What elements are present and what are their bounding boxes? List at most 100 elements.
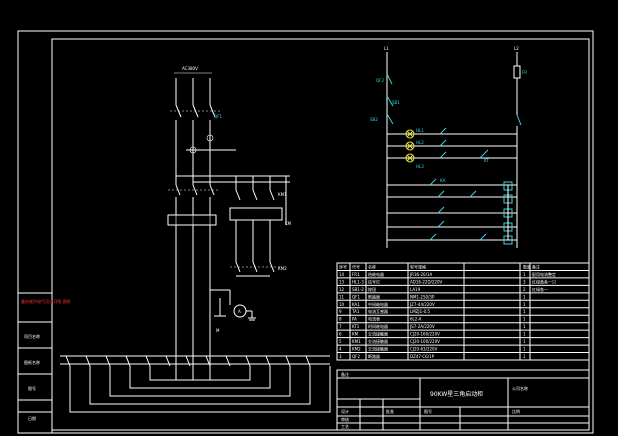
title-block: 备注 90KW星三角启动柜 公司名称 设计 审核 工艺 批准 图号 比例 [336,369,590,431]
svg-text:HL2: HL2 [416,140,424,145]
supply-label: AC380V [182,66,198,71]
side-label-3: 图纸名称 [24,359,40,365]
svg-text:QF1: QF1 [214,114,222,119]
bom-cell: 2 [523,287,526,292]
motor-label: M [216,328,220,333]
bom-cell: AD16-22D/220V [410,279,443,284]
bom-cell: 热继电器 [368,271,384,277]
bom-header-cell: 代号 [352,263,360,269]
bom-cell: QF1 [352,294,360,299]
lamp-hl3: HL3 [405,153,424,169]
bom-header-cell: 名称 [368,263,376,269]
bom-cell: 6L2-A [410,317,422,322]
svg-text:审核: 审核 [341,416,349,422]
output-switches [65,355,311,367]
bom-cell: CJ20-63/220V [410,347,438,352]
contactor-km [168,184,220,196]
svg-text:KM1: KM1 [278,192,287,197]
side-label-5: 日期 [28,415,36,421]
bom-cell: 交流接触器 [368,338,388,344]
bom-cell: KM [352,332,359,337]
bom-cell: 红绿黄各一只 [532,278,556,284]
bom-cell: 信号灯 [368,278,380,284]
bom-header-cell: 型号规格 [410,263,426,269]
bom-cell: KM1 [352,339,361,344]
bom-cell: SB1-2 [352,287,364,292]
bom-cell: JS7-2A/220V [409,324,435,329]
svg-text:A: A [238,309,241,314]
bom-cell: KA1 [352,302,360,307]
bom-cell: 1 [523,294,526,299]
bom-cell: 10 [339,302,345,307]
bom-cell: 8 [339,317,342,322]
svg-text:HL3: HL3 [416,164,424,169]
bom-cell: 14 [339,272,345,277]
company-label: 公司名称 [512,385,528,391]
svg-text:比例: 比例 [512,408,520,414]
bom-cell: TA1 [351,309,360,314]
bom-cell: 红绿各一 [532,286,548,292]
svg-text:FR: FR [522,70,527,75]
lamp-hl2: HL2 [405,140,424,151]
bom-cell: 12 [339,287,345,292]
main-power-circuit: AC380V QF1 [60,66,331,413]
bom-cell: 交流接触器 [368,331,388,337]
contactor-km2: KM2 KM [230,176,292,277]
svg-text:KT: KT [484,158,489,163]
bom-cell: 断路器 [368,353,380,359]
bom-cell: 中间继电器 [368,301,388,307]
ammeter: A [210,289,256,321]
bom-cell: 电流互感器 [368,308,388,314]
svg-text:KM2: KM2 [278,266,287,271]
bom-cell: DZ47-C6/1P [410,354,435,359]
bom-cell: PA [352,317,357,322]
svg-text:KM: KM [285,221,292,226]
outer-frame [17,30,594,434]
bom-cell: NM1-250/3P [410,294,435,299]
bom-header-cell: 序号 [339,263,347,269]
svg-text:L1: L1 [384,46,389,51]
bom-cell: KM2 [352,347,361,352]
bom-cell: CJ20-160/220V [410,332,440,337]
bom-cell: 7 [339,324,342,329]
bom-cell: 6 [339,332,342,337]
bom-cell: 电流表 [368,316,380,322]
bom-cell: 1 [523,347,526,352]
svg-text:QF2: QF2 [376,78,384,83]
bom-cell: 3 [523,279,526,284]
drawing-title: 90KW星三角启动柜 [430,390,483,398]
svg-text:SB2: SB2 [370,117,378,122]
bom-header-cell: 备注 [532,263,540,269]
bom-cell: 1 [523,324,526,329]
svg-text:批准: 批准 [386,408,394,414]
bom-cell: 5 [339,339,342,344]
bom-cell: 1 [523,339,526,344]
bom-cell: LA19 [410,287,421,292]
bom-cell: CJ20-100/220V [410,339,440,344]
bom-cell: 时间继电器 [368,323,388,329]
contactor-km1: KM1 [229,176,287,262]
bom-cell: 1 [523,317,526,322]
bom-cell: 11 [339,294,345,299]
bom-cell: 3 [339,354,342,359]
left-side-strip: 重庆威尔电气设计 D版 图纸 项目名称 图纸名称 图号 日期 [17,292,71,434]
svg-text:工艺: 工艺 [341,424,349,429]
bom-cell: 13 [339,279,345,284]
bom-cell: 配用电流整定 [532,271,556,277]
remark-label: 备注 [341,371,349,377]
bom-cell: JR36-20/1A [409,272,432,277]
bom-cell: JZ7-44/220V [409,302,435,307]
bom-cell: 按钮 [368,286,376,292]
bom-cell: 交流接触器 [368,346,388,352]
bom-header-cell: 数量 [523,263,531,269]
bom-table: 序号代号 名称 型号规格 数量备注 14 FR1 热继电器 JR36-20/1A 1 配用电流整定… [336,262,590,361]
bom-cell: LMZJ1-0.5 [410,309,430,314]
svg-text:SB1: SB1 [392,100,400,105]
bom-cell: 断路器 [368,293,380,299]
svg-text:KA: KA [440,178,446,183]
bom-cell: 1 [523,354,526,359]
bom-cell: QF2 [352,354,360,359]
bom-cell: FR1 [352,272,360,277]
svg-text:HL1: HL1 [416,128,424,133]
